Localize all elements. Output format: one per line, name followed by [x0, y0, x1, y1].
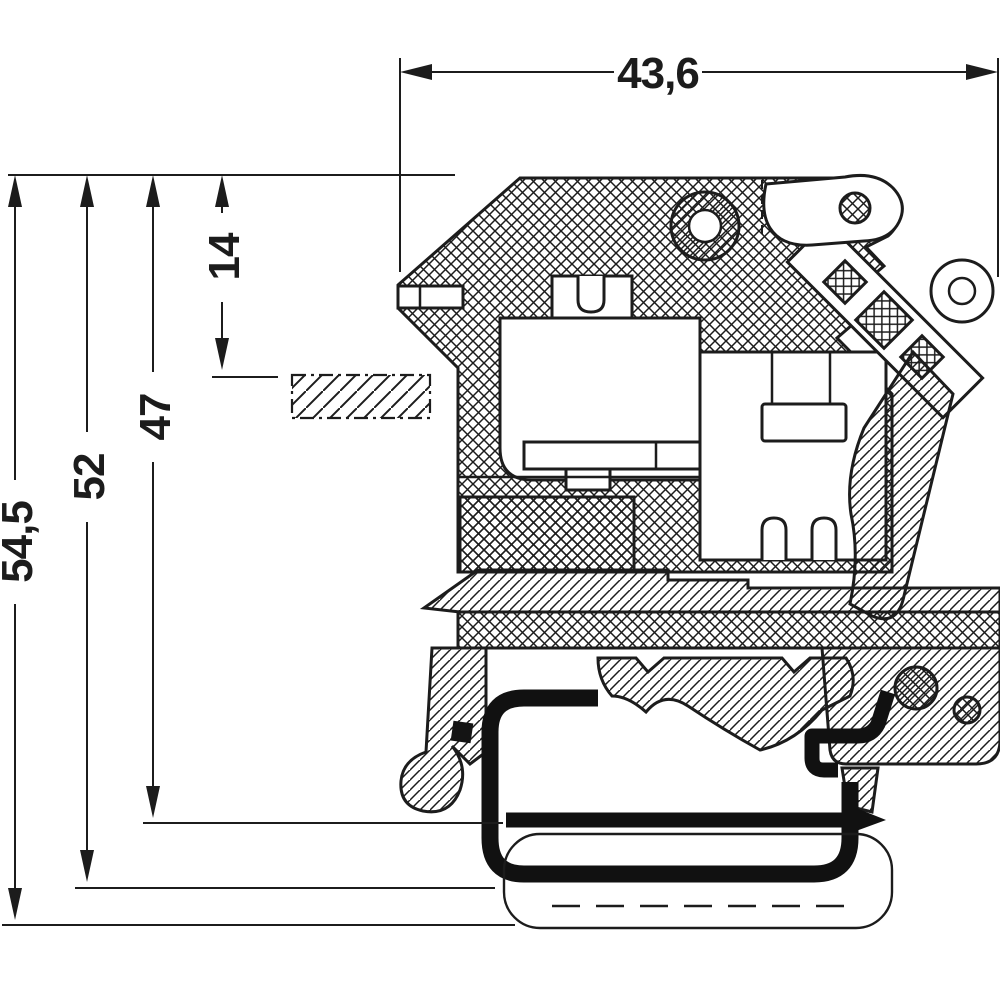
clamp-pivot-hole	[947, 276, 977, 306]
flag-rivet	[838, 191, 872, 225]
arrow-right	[966, 64, 998, 80]
dim-label-top-width: 43,6	[617, 49, 699, 98]
screw-clamp-assembly	[762, 173, 995, 621]
din-rail-lip-tip	[856, 808, 886, 831]
latch-contact	[450, 720, 474, 744]
dim-label-14: 14	[200, 232, 249, 280]
foot-left	[399, 646, 488, 814]
inner-partitions	[458, 475, 700, 574]
lower-body-band	[456, 610, 1000, 650]
dim-label-54-5: 54,5	[0, 501, 42, 583]
din-rail-profile	[481, 689, 896, 883]
dim-label-47: 47	[131, 394, 180, 441]
inner-block	[458, 495, 636, 574]
contact-tab-left	[760, 516, 788, 560]
clamp-yoke-foot	[564, 467, 612, 492]
left-notch	[396, 284, 465, 310]
busbar-cross-section	[290, 373, 432, 420]
base-plate	[419, 568, 1000, 650]
dimension-top-width	[399, 58, 999, 277]
alt-rail-outline	[502, 832, 894, 930]
test-socket	[760, 402, 848, 443]
dimension-left-heights	[2, 174, 515, 926]
foot-spring-rivet-small	[952, 695, 982, 725]
clamp-flag	[762, 173, 904, 247]
clamp-cavity	[498, 274, 702, 482]
head-screw	[669, 190, 741, 262]
screwdriver-slot	[576, 276, 606, 314]
dim-label-52: 52	[65, 454, 114, 501]
arrow-left	[400, 64, 432, 80]
contact-tab-right	[810, 516, 838, 560]
foot-spring-rivet-large	[893, 665, 939, 711]
